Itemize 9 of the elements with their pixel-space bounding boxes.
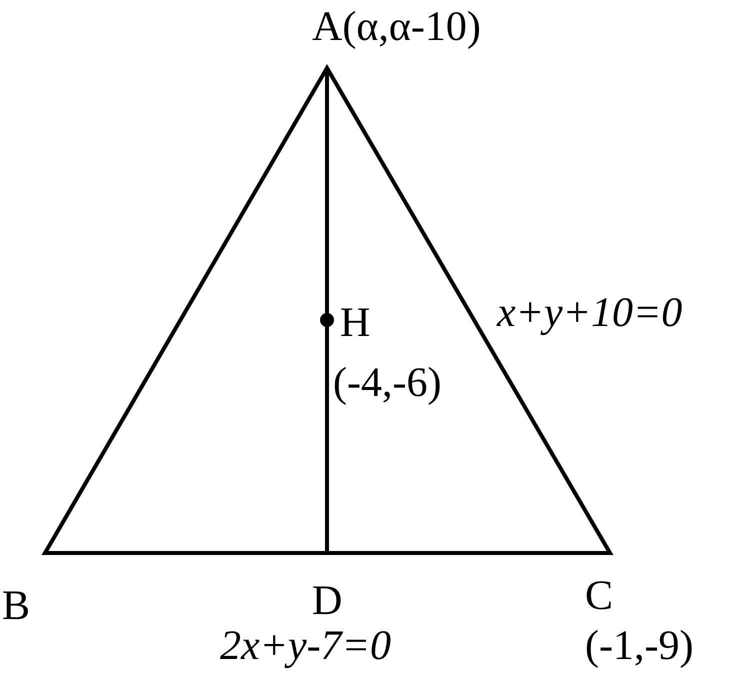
point-label: H xyxy=(340,302,370,344)
equation-label: x+y+10=0 xyxy=(497,292,682,334)
coordinate-label: (-1,-9) xyxy=(585,625,694,667)
equation-label: 2x+y-7=0 xyxy=(220,625,391,667)
coordinate-label: (-4,-6) xyxy=(333,362,442,404)
point-label: C xyxy=(585,575,614,617)
point-label: D xyxy=(312,580,342,622)
point-label: B xyxy=(2,585,30,627)
point-label: A(α,α-10) xyxy=(312,6,481,48)
